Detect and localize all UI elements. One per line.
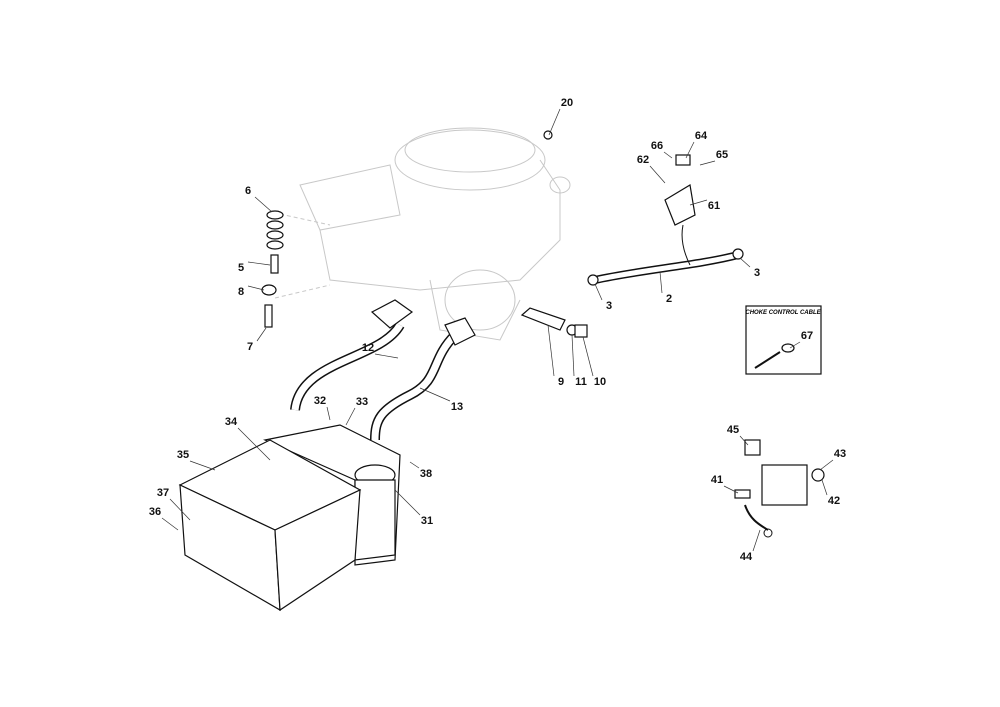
callout-43[interactable]: 43	[833, 448, 847, 460]
leader-lines	[161, 108, 834, 552]
choke-bracket	[543, 130, 696, 266]
callout-34[interactable]: 34	[224, 416, 238, 428]
choke-cable-inset	[745, 305, 822, 375]
leader-line	[548, 108, 561, 136]
leader-line	[594, 283, 603, 301]
callout-12[interactable]: 12	[361, 342, 375, 354]
leader-line	[254, 196, 273, 213]
callout-11[interactable]: 11	[575, 376, 587, 388]
callout-61[interactable]: 61	[707, 200, 721, 212]
leader-line	[685, 141, 695, 159]
callout-36[interactable]: 36	[148, 506, 162, 518]
leader-line	[394, 489, 421, 516]
callout-45[interactable]: 45	[726, 424, 740, 436]
callout-44[interactable]: 44	[739, 551, 753, 563]
leader-line	[821, 479, 828, 496]
leader-line	[739, 257, 751, 268]
leader-line	[419, 387, 451, 402]
fuel-hose	[587, 248, 744, 286]
callout-65[interactable]: 65	[715, 149, 729, 161]
leader-line	[571, 334, 575, 377]
leader-line	[723, 485, 739, 494]
callout-38[interactable]: 38	[419, 468, 433, 480]
leader-line	[345, 407, 356, 426]
regulator	[734, 439, 825, 538]
callout-3[interactable]: 3	[605, 300, 613, 312]
leader-line	[189, 460, 216, 471]
callout-20[interactable]: 20	[560, 97, 574, 109]
leader-line	[659, 271, 663, 294]
callout-35[interactable]: 35	[176, 449, 190, 461]
callout-10[interactable]: 10	[593, 376, 607, 388]
filter-parts	[520, 307, 588, 338]
callout-42[interactable]: 42	[827, 495, 841, 507]
callout-66[interactable]: 66	[650, 140, 664, 152]
muffler	[263, 424, 401, 566]
washers	[261, 210, 284, 328]
leader-line	[237, 427, 271, 461]
leader-line	[547, 324, 555, 377]
leader-line	[256, 327, 267, 342]
callout-64[interactable]: 64	[694, 130, 708, 142]
leader-line	[649, 165, 666, 184]
leader-line	[582, 336, 594, 377]
leader-line	[161, 517, 179, 531]
callout-8[interactable]: 8	[237, 286, 245, 298]
callout-7[interactable]: 7	[246, 341, 254, 353]
engine-outline	[274, 127, 571, 341]
leader-line	[663, 151, 673, 159]
callout-9[interactable]: 9	[557, 376, 565, 388]
callout-13[interactable]: 13	[450, 401, 464, 413]
leader-line	[409, 461, 420, 469]
leader-line	[374, 353, 399, 359]
leader-line	[247, 285, 265, 291]
leader-line	[739, 435, 749, 446]
callout-2[interactable]: 2	[665, 293, 673, 305]
callout-67[interactable]: 67	[800, 330, 814, 342]
callout-32[interactable]: 32	[313, 395, 327, 407]
callout-3[interactable]: 3	[753, 267, 761, 279]
callout-37[interactable]: 37	[156, 487, 170, 499]
callout-31[interactable]: 31	[420, 515, 434, 527]
leader-line	[752, 529, 761, 552]
leader-line	[699, 160, 716, 166]
callout-33[interactable]: 33	[355, 396, 369, 408]
callout-41[interactable]: 41	[710, 474, 724, 486]
heat-shield	[178, 439, 362, 612]
callout-62[interactable]: 62	[636, 154, 650, 166]
inset-title: CHOKE CONTROL CABLE	[745, 310, 821, 316]
leader-line	[689, 199, 708, 206]
exhaust-pipes	[290, 299, 476, 441]
leader-line	[169, 498, 191, 521]
leader-line	[247, 261, 271, 266]
leader-line	[789, 341, 801, 349]
callout-6[interactable]: 6	[244, 185, 252, 197]
leader-line	[819, 459, 834, 471]
callout-5[interactable]: 5	[237, 262, 245, 274]
leader-line	[326, 406, 331, 421]
